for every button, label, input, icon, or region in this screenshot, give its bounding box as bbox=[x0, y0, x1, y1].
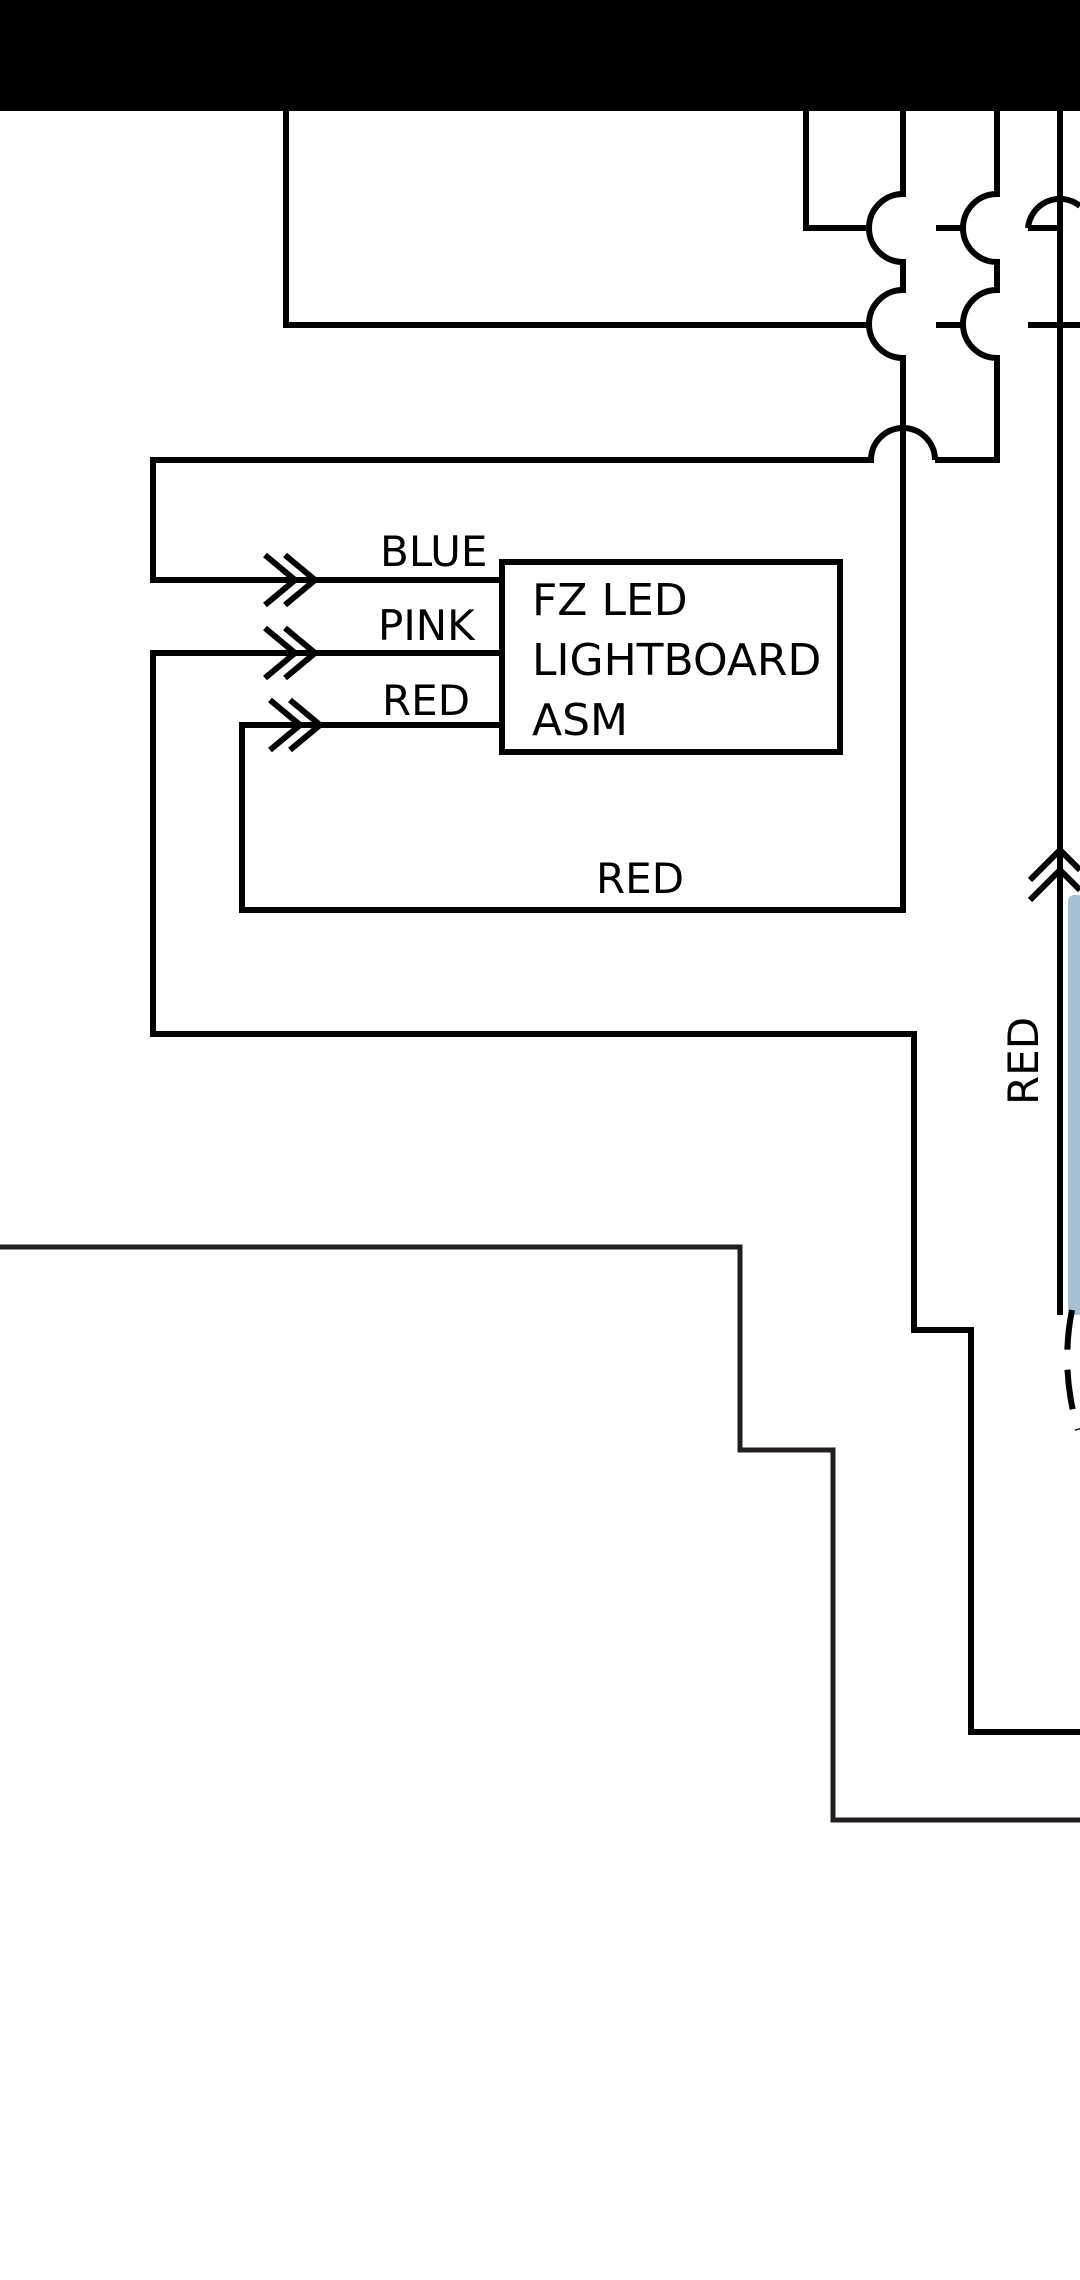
component-box bbox=[499, 559, 843, 755]
wire-blue-loop bbox=[150, 425, 938, 583]
label-red-loop: RED bbox=[596, 854, 684, 903]
component-line-3: ASM bbox=[532, 695, 628, 746]
status-bar bbox=[0, 0, 1080, 111]
connector-vertical-red bbox=[1027, 845, 1080, 903]
component-line-1: FZ LED bbox=[532, 575, 688, 626]
connector-red bbox=[268, 697, 325, 753]
connector-blue bbox=[263, 552, 320, 608]
label-blue: BLUE bbox=[380, 527, 487, 576]
label-pink: PINK bbox=[378, 601, 476, 650]
wire-top-loop bbox=[283, 111, 872, 328]
wire-column-1 bbox=[239, 111, 906, 913]
wire-column-2 bbox=[935, 111, 1000, 463]
wire-pink-loop bbox=[150, 650, 1080, 1735]
label-red-vertical: RED bbox=[999, 1017, 1048, 1105]
label-red-connector: RED bbox=[382, 676, 470, 725]
wire-dashed-curve bbox=[1064, 1309, 1080, 1431]
component-line-2: LIGHTBOARD bbox=[532, 635, 821, 686]
wire-crossover-top-right bbox=[1025, 195, 1080, 229]
highlight-strip bbox=[1068, 895, 1080, 1315]
wire-bottom-step bbox=[0, 1244, 1080, 1823]
connector-pink bbox=[263, 625, 320, 681]
wire-vertical-a bbox=[803, 111, 872, 231]
